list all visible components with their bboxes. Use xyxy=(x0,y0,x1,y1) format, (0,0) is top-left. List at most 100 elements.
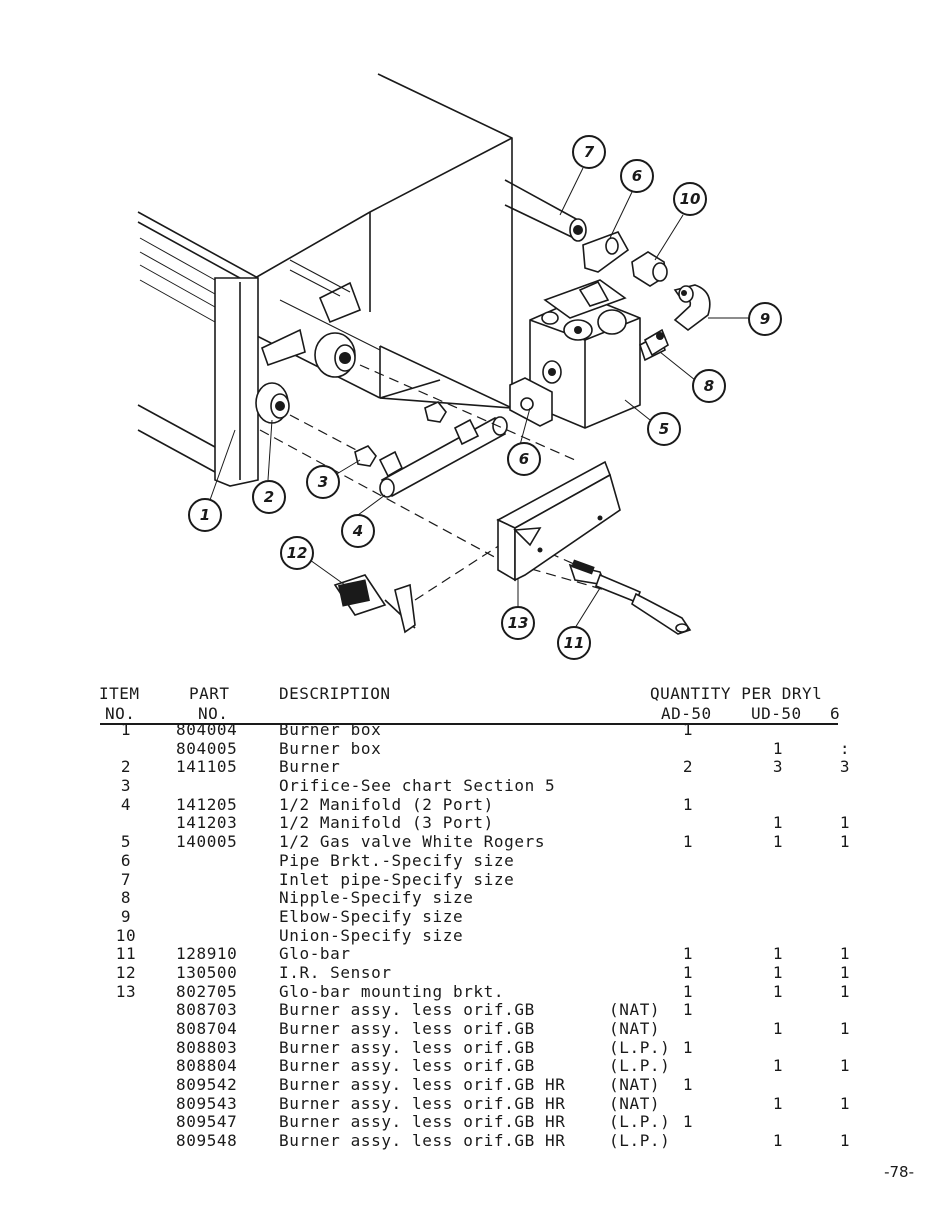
callout-2: 2 xyxy=(252,480,286,514)
qty-ad50-cell: 2 xyxy=(682,757,694,777)
leader-lines xyxy=(209,167,750,629)
qty-ad50-cell: 1 xyxy=(682,832,694,852)
gas-type-cell: (NAT) xyxy=(609,1019,661,1038)
qty-ud50-cell: 1 xyxy=(772,981,784,1001)
header-part-no-line2: NO. xyxy=(198,704,229,723)
table-row: 9 Elbow-Specify size xyxy=(0,906,950,927)
elbow-fitting xyxy=(673,284,711,332)
callout-6-lower: 6 xyxy=(507,442,541,476)
qty-ad50-cell: 1 xyxy=(682,944,694,964)
header-ud50: UD-50 xyxy=(751,704,802,723)
table-row: 808804 Burner assy. less orif.GB (L.P.) 1 1 xyxy=(0,1057,950,1076)
description-cell: Glo-bar mounting brkt. xyxy=(279,981,505,1001)
gas-type-cell: (L.P.) xyxy=(609,1056,671,1076)
description-cell: Glo-bar xyxy=(279,944,351,964)
svg-text:9: 9 xyxy=(760,310,770,328)
qty-col6-cell: : xyxy=(839,738,851,758)
qty-ad50-cell: 1 xyxy=(682,981,694,1001)
part-no-cell: 141203 xyxy=(176,813,238,833)
header-quantity-per-dryer: QUANTITY PER DRYl xyxy=(650,684,823,703)
part-no-cell: 809547 xyxy=(176,1112,238,1132)
item-no-cell: 1 xyxy=(120,720,132,739)
qty-col6-cell: 1 xyxy=(839,1056,851,1076)
item-no-cell: 13 xyxy=(115,981,137,1001)
part-no-cell: 808804 xyxy=(176,1056,238,1076)
header-description: DESCRIPTION xyxy=(279,684,391,703)
description-cell: Burner xyxy=(279,757,341,777)
qty-col6-cell: 1 xyxy=(839,962,851,982)
callout-7: 7 xyxy=(572,135,606,169)
description-cell: Elbow-Specify size xyxy=(279,906,464,926)
callout-4: 4 xyxy=(341,514,375,548)
qty-ad50-cell: 1 xyxy=(682,1075,694,1095)
part-no-cell: 809542 xyxy=(176,1075,238,1095)
part-no-cell: 804004 xyxy=(176,720,238,739)
item-no-cell: 3 xyxy=(120,776,132,796)
gas-type-cell: (NAT) xyxy=(609,1075,661,1095)
qty-col6-cell: 1 xyxy=(839,1093,851,1113)
description-cell: I.R. Sensor xyxy=(279,962,392,982)
gas-type-cell: (NAT) xyxy=(609,1000,661,1020)
callout-5: 5 xyxy=(647,412,681,446)
part-no-cell: 802705 xyxy=(176,981,238,1001)
part-no-cell: 130500 xyxy=(176,962,238,982)
description-cell: Nipple-Specify size xyxy=(279,888,474,908)
exploded-parts-diagram: 7 6 10 9 8 5 6 1 xyxy=(137,73,782,660)
svg-text:7: 7 xyxy=(584,143,595,161)
qty-ud50-cell: 1 xyxy=(772,962,784,982)
inlet-pipe xyxy=(504,179,587,242)
qty-ad50-cell: 1 xyxy=(682,720,694,739)
qty-ud50-cell: 1 xyxy=(772,944,784,964)
description-cell: Burner box xyxy=(279,738,382,758)
description-cell: 1/2 Manifold (2 Port) xyxy=(279,794,494,814)
description-cell: Pipe Brkt.-Specify size xyxy=(279,850,515,870)
gas-valve xyxy=(529,279,666,429)
part-no-cell: 808704 xyxy=(176,1019,238,1038)
header-col6: 6 xyxy=(830,704,841,723)
qty-ud50-cell: 1 xyxy=(772,1056,784,1076)
qty-col6-cell: 1 xyxy=(839,1019,851,1038)
part-no-cell: 809548 xyxy=(176,1131,238,1151)
header-part-no-line1: PART xyxy=(189,684,230,703)
qty-ud50-cell: 3 xyxy=(772,757,784,777)
item-no-cell: 9 xyxy=(120,906,132,926)
part-no-cell: 128910 xyxy=(176,944,238,964)
gas-type-cell: (NAT) xyxy=(609,1093,661,1113)
page-number: -78- xyxy=(884,1163,914,1181)
header-item-no-line2: NO. xyxy=(105,704,136,723)
nipple-fitting xyxy=(643,328,669,357)
qty-col6-cell: 1 xyxy=(839,1131,851,1151)
part-no-cell: 140005 xyxy=(176,832,238,852)
item-no-cell: 5 xyxy=(120,832,132,852)
description-cell: Burner assy. less orif.GB xyxy=(279,1056,535,1076)
callout-12: 12 xyxy=(280,536,314,570)
qty-ud50-cell: 1 xyxy=(772,738,784,758)
qty-col6-cell: 1 xyxy=(839,832,851,852)
callout-13: 13 xyxy=(501,606,535,640)
svg-text:1: 1 xyxy=(200,506,210,524)
item-no-cell: 2 xyxy=(120,757,132,777)
description-cell: Burner assy. less orif.GB xyxy=(279,1037,535,1057)
gas-type-cell: (L.P.) xyxy=(609,1131,671,1151)
qty-ud50-cell: 1 xyxy=(772,1019,784,1038)
burner-tube xyxy=(255,332,356,424)
svg-text:12: 12 xyxy=(287,544,308,562)
description-cell: Burner assy. less orif.GB xyxy=(279,1000,535,1020)
manifold-pipe xyxy=(378,416,508,498)
description-cell: 1/2 Gas valve White Rogers xyxy=(279,832,546,852)
item-no-cell: 10 xyxy=(115,925,137,945)
qty-col6-cell: 1 xyxy=(839,944,851,964)
glo-bar xyxy=(568,559,692,635)
part-no-cell: 808803 xyxy=(176,1037,238,1057)
